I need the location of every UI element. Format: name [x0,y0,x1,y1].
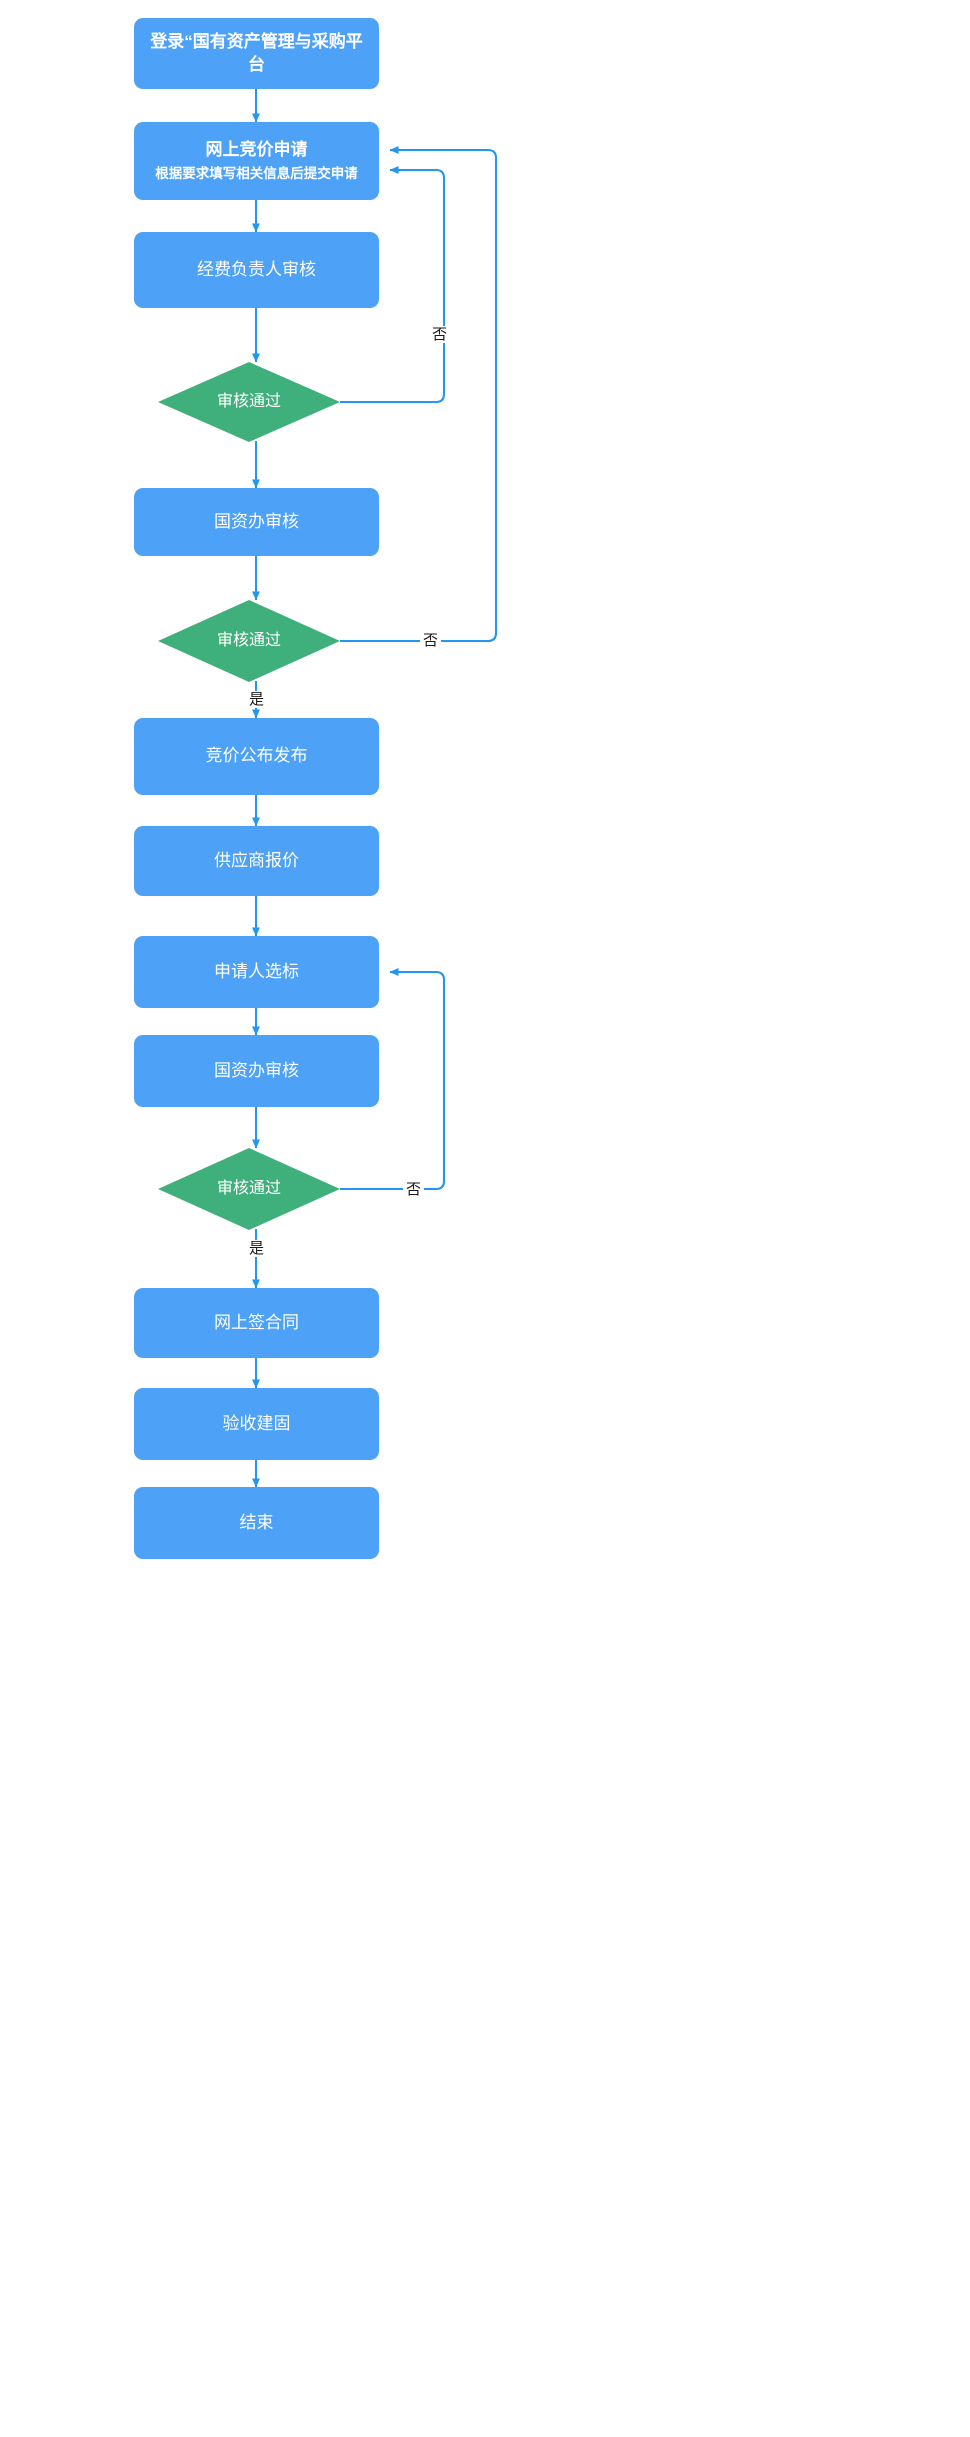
edge-label-no-3: 否 [403,1181,425,1198]
node-title: 竞价公布发布 [205,746,308,766]
node-funding-manager-review[interactable]: 经费负责人审核 [134,232,379,308]
node-title: 审核通过 [216,1180,281,1198]
node-acceptance-and-fixation[interactable]: 验收建固 [134,1388,379,1460]
node-title: 供应商报价 [214,850,299,870]
node-end[interactable]: 结束 [134,1487,379,1559]
node-title: 结束 [239,1512,274,1532]
diamond-shape [158,600,340,682]
edge-label-no-1: 否 [429,326,451,343]
node-online-bid-application[interactable]: 网上竞价申请 根据要求填写相关信息后提交申请 [134,122,379,200]
node-subtitle: 根据要求填写相关信息后提交申请 [155,165,358,181]
node-title: 申请人选标 [214,961,299,981]
node-title: 网上签合同 [214,1312,299,1332]
diamond-shape [158,1148,340,1230]
node-state-asset-office-review-1[interactable]: 国资办审核 [134,488,379,556]
node-decision-review-passed-3[interactable]: 审核通过 [158,1148,340,1230]
edge-label-yes-2: 是 [246,691,268,708]
node-title: 验收建固 [222,1413,291,1433]
edge-label-no-2: 否 [420,632,442,649]
node-title: 登录“国有资产管理与采购平台 [150,31,363,74]
node-title: 网上竞价申请 [205,139,308,159]
node-title: 国资办审核 [214,511,299,531]
node-bid-announcement-publish[interactable]: 竞价公布发布 [134,718,379,795]
node-decision-review-passed-1[interactable]: 审核通过 [158,362,340,442]
node-title: 国资办审核 [214,1060,299,1080]
node-title: 经费负责人审核 [197,259,316,279]
node-login-platform[interactable]: 登录“国有资产管理与采购平台 [134,18,379,89]
edge-n6-no-loop [340,146,498,643]
node-applicant-select-bid[interactable]: 申请人选标 [134,936,379,1008]
edge-label-yes-3: 是 [246,1240,268,1257]
node-supplier-quotation[interactable]: 供应商报价 [134,826,379,896]
node-sign-contract-online[interactable]: 网上签合同 [134,1288,379,1358]
node-decision-review-passed-2[interactable]: 审核通过 [158,600,340,682]
node-title: 审核通过 [216,393,281,411]
node-title: 审核通过 [216,632,281,650]
node-state-asset-office-review-2[interactable]: 国资办审核 [134,1035,379,1107]
diamond-shape [158,362,340,442]
